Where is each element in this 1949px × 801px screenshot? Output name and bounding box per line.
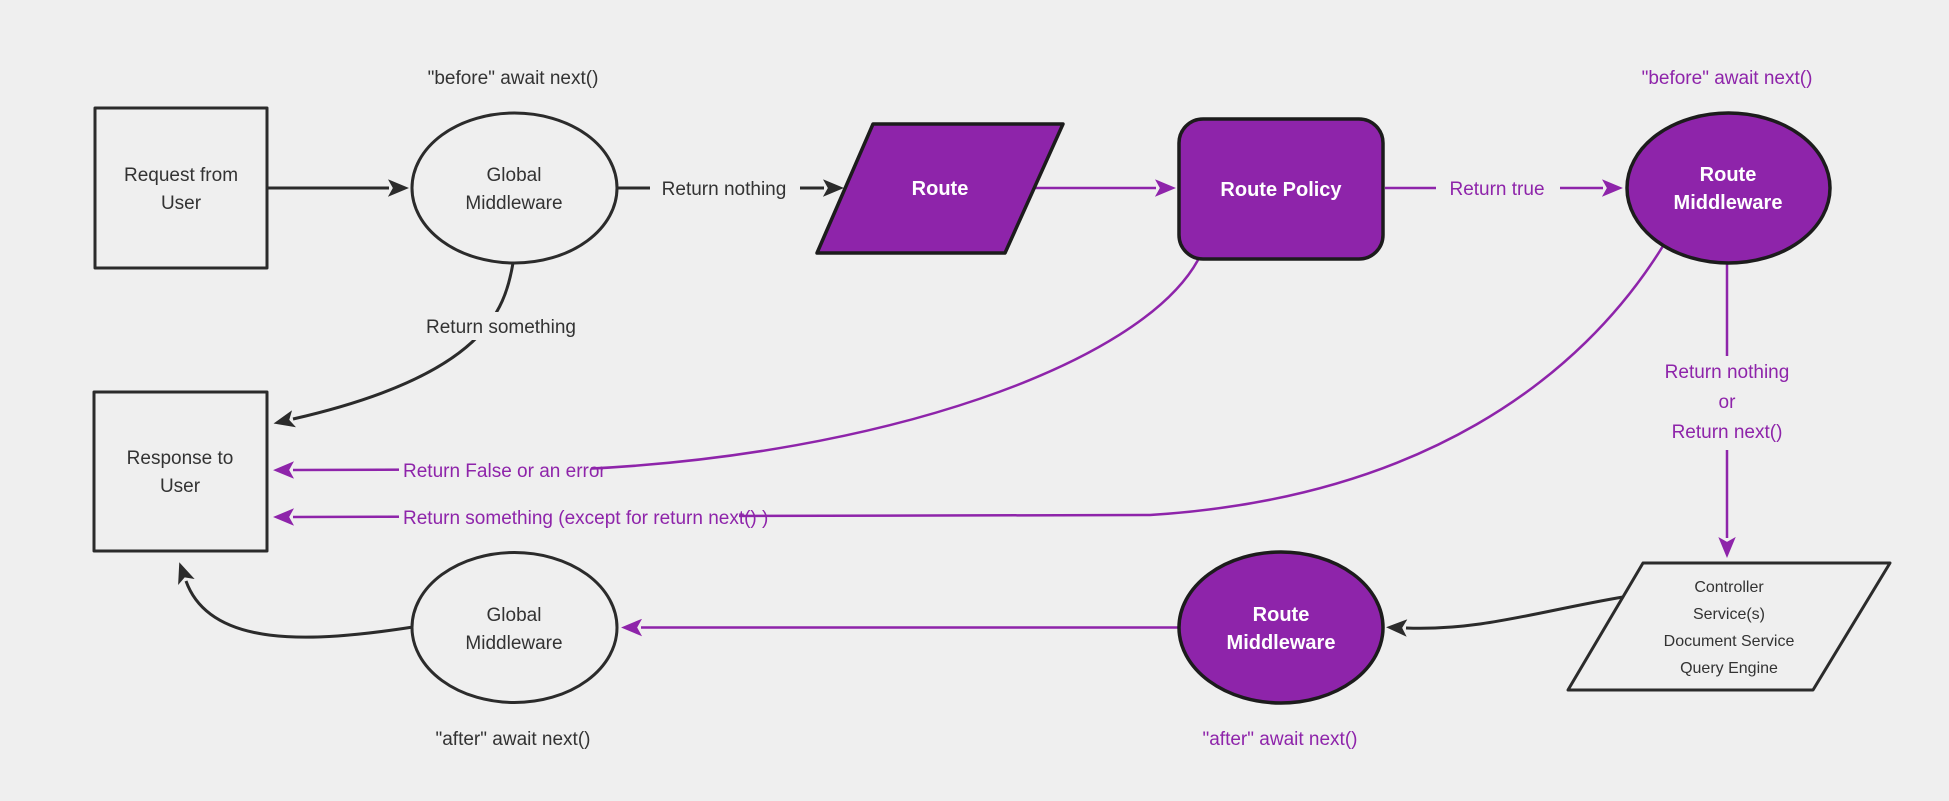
edge-label-before-await-next-top: "before" await next() [428,68,599,89]
route-middleware-bottom-line1: Route [1253,604,1310,626]
label-mask [650,174,800,202]
edge-label-return-nothing-or-line3: Return next() [1672,422,1783,443]
response-label-line2: User [160,476,201,497]
node-route: Route [815,122,1065,255]
edge-label-return-nothing: Return nothing [662,179,787,200]
node-response-to-user: Response to User [92,390,269,553]
edge-label-return-false-or-error: Return False or an error [403,461,606,482]
services-line4: Query Engine [1680,660,1778,677]
node-services: Controller Service(s) Document Service Q… [1566,561,1892,692]
node-global-middleware-bottom: Global Middleware [410,551,619,704]
edge-label-before-await-next-right: "before" await next() [1642,68,1813,89]
label-mask [399,456,591,484]
route-policy-label: Route Policy [1220,179,1342,201]
route-middleware-top-line1: Route [1700,164,1757,186]
route-parallelogram [815,122,1065,255]
request-box [93,106,269,270]
route-middleware-bottom-ellipse [1177,550,1385,705]
global-middleware-top-ellipse [410,111,619,265]
route-middleware-bottom-line2: Middleware [1227,632,1336,654]
services-line3: Document Service [1664,633,1795,650]
label-mask [404,312,598,340]
route-middleware-top-ellipse [1625,111,1832,265]
edge-services-to-route-middleware-bottom [1386,595,1624,637]
edge-label-return-nothing-or-line2: or [1719,392,1737,413]
response-label-line1: Response to [127,448,234,469]
edge-global-middleware-to-response [273,262,515,428]
label-mask [399,503,739,531]
edge-label-return-something: Return something [426,317,576,338]
global-middleware-bottom-line1: Global [487,605,542,626]
edge-label-return-something-except: Return something (except for return next… [403,508,768,529]
node-route-middleware-top: Route Middleware [1625,111,1832,265]
node-route-policy: Route Policy [1177,117,1385,261]
edge-label-return-nothing-or-line1: Return nothing [1665,362,1790,383]
node-route-middleware-bottom: Route Middleware [1177,550,1385,705]
route-policy-box [1177,117,1385,261]
edge-label-after-await-next-middle: "after" await next() [1203,729,1358,750]
request-label-line1: Request from [124,165,238,186]
services-parallelogram [1566,561,1892,692]
node-global-middleware-top: Global Middleware [410,111,619,265]
node-request-from-user: Request from User [93,106,269,270]
route-label: Route [912,178,969,200]
request-label-line2: User [161,193,202,214]
label-mask [1643,356,1811,450]
global-middleware-bottom-line2: Middleware [465,633,562,654]
edge-route-policy-to-response [273,259,1200,479]
response-box [92,390,269,553]
services-line2: Service(s) [1693,606,1765,623]
global-middleware-bottom-ellipse [410,551,619,704]
global-middleware-top-line1: Global [487,165,542,186]
edge-route-middleware-to-response [273,245,1665,526]
edge-label-after-await-next-left: "after" await next() [436,729,591,750]
global-middleware-top-line2: Middleware [465,193,562,214]
services-line1: Controller [1694,579,1764,596]
edge-global-middleware-bottom-to-response [178,562,414,639]
label-mask [1436,174,1560,202]
route-middleware-top-line2: Middleware [1674,192,1783,214]
edge-label-return-true: Return true [1449,179,1544,200]
